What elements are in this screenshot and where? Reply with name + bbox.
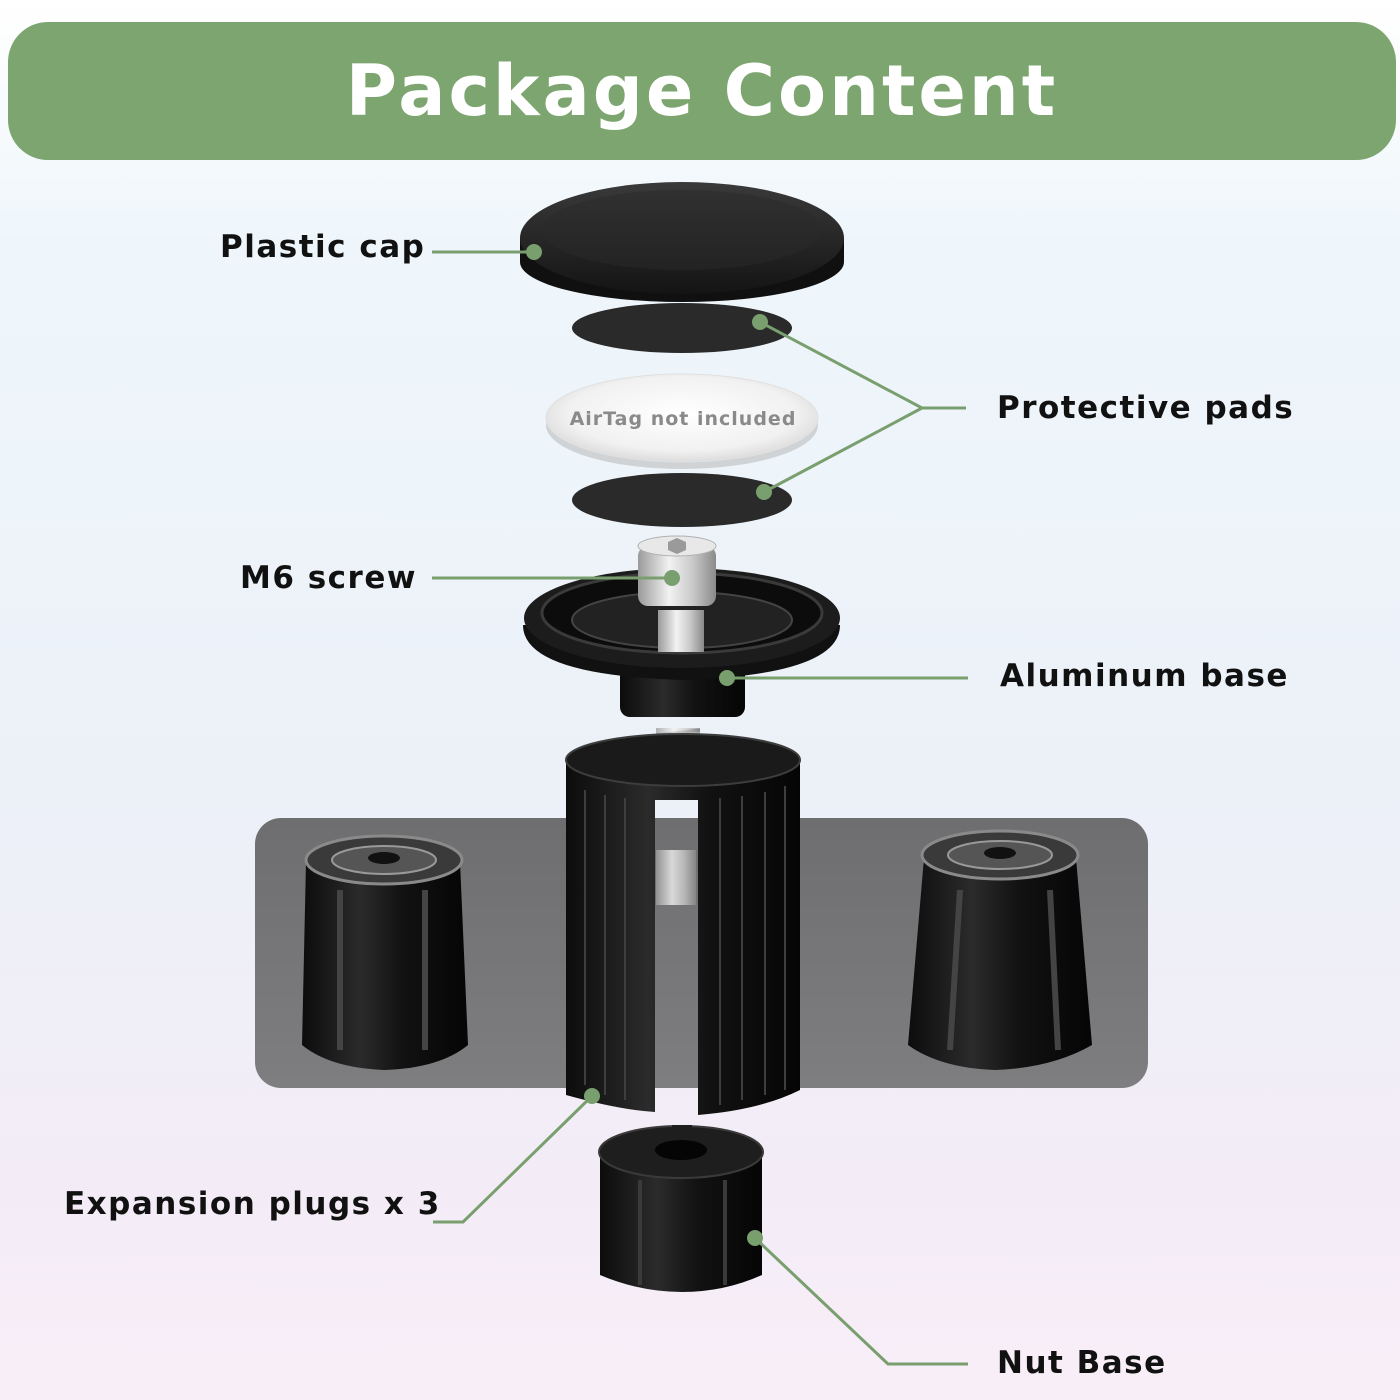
page-title: Package Content <box>345 50 1059 132</box>
leader-pad-bottom <box>763 406 923 494</box>
leader-nut-base <box>753 1236 968 1366</box>
label-plastic-cap: Plastic cap <box>220 229 426 265</box>
dot-aluminum-base <box>719 670 735 686</box>
expansion-plug-center <box>565 733 801 1115</box>
label-protective-pads: Protective pads <box>997 390 1295 426</box>
dot-expansion-plugs <box>584 1088 600 1104</box>
leader-lines <box>432 250 968 1366</box>
protective-pad-bottom <box>572 473 792 527</box>
dot-pad-top <box>752 314 768 330</box>
title-banner: Package Content <box>8 22 1396 160</box>
dot-m6-screw <box>664 570 680 586</box>
leader-expansion-plugs <box>433 1094 594 1224</box>
label-nut-base: Nut Base <box>997 1345 1167 1381</box>
plastic-cap-part <box>520 182 844 302</box>
airtag-note: AirTag not included <box>570 408 797 430</box>
dot-pad-bottom <box>756 484 772 500</box>
label-aluminum-base: Aluminum base <box>1000 658 1289 694</box>
airtag-part <box>545 373 819 469</box>
dot-plastic-cap <box>526 244 542 260</box>
expansion-plug-right <box>908 829 1092 1070</box>
nut-base-part <box>598 1125 764 1292</box>
expansion-plug-left <box>302 834 468 1070</box>
leader-dots <box>526 244 772 1246</box>
protective-pad-top <box>572 303 792 353</box>
label-expansion-plugs: Expansion plugs x 3 <box>64 1186 441 1222</box>
dot-nut-base <box>747 1230 763 1246</box>
label-m6-screw: M6 screw <box>240 560 417 596</box>
